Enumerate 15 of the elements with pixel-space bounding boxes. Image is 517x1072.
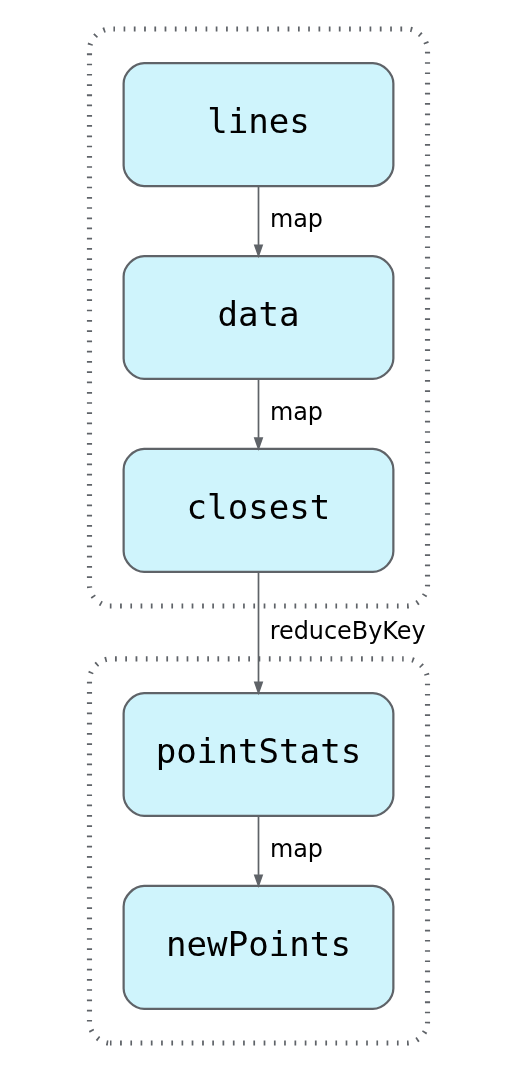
arrow xyxy=(253,185,264,259)
node-box: closest xyxy=(122,447,395,573)
edge-label: map xyxy=(269,205,323,234)
node-box: newPoints xyxy=(122,884,395,1010)
cluster xyxy=(86,656,431,1046)
arrow xyxy=(253,378,264,452)
cluster xyxy=(86,26,431,609)
arrow xyxy=(253,571,264,696)
node-box: pointStats xyxy=(122,691,395,818)
node-box: data xyxy=(122,254,395,381)
arrow xyxy=(253,815,264,889)
edge-label: reduceByKey xyxy=(269,616,426,645)
node-box: lines xyxy=(122,62,395,188)
edge-label: map xyxy=(269,835,323,864)
edge-label: map xyxy=(269,398,323,427)
